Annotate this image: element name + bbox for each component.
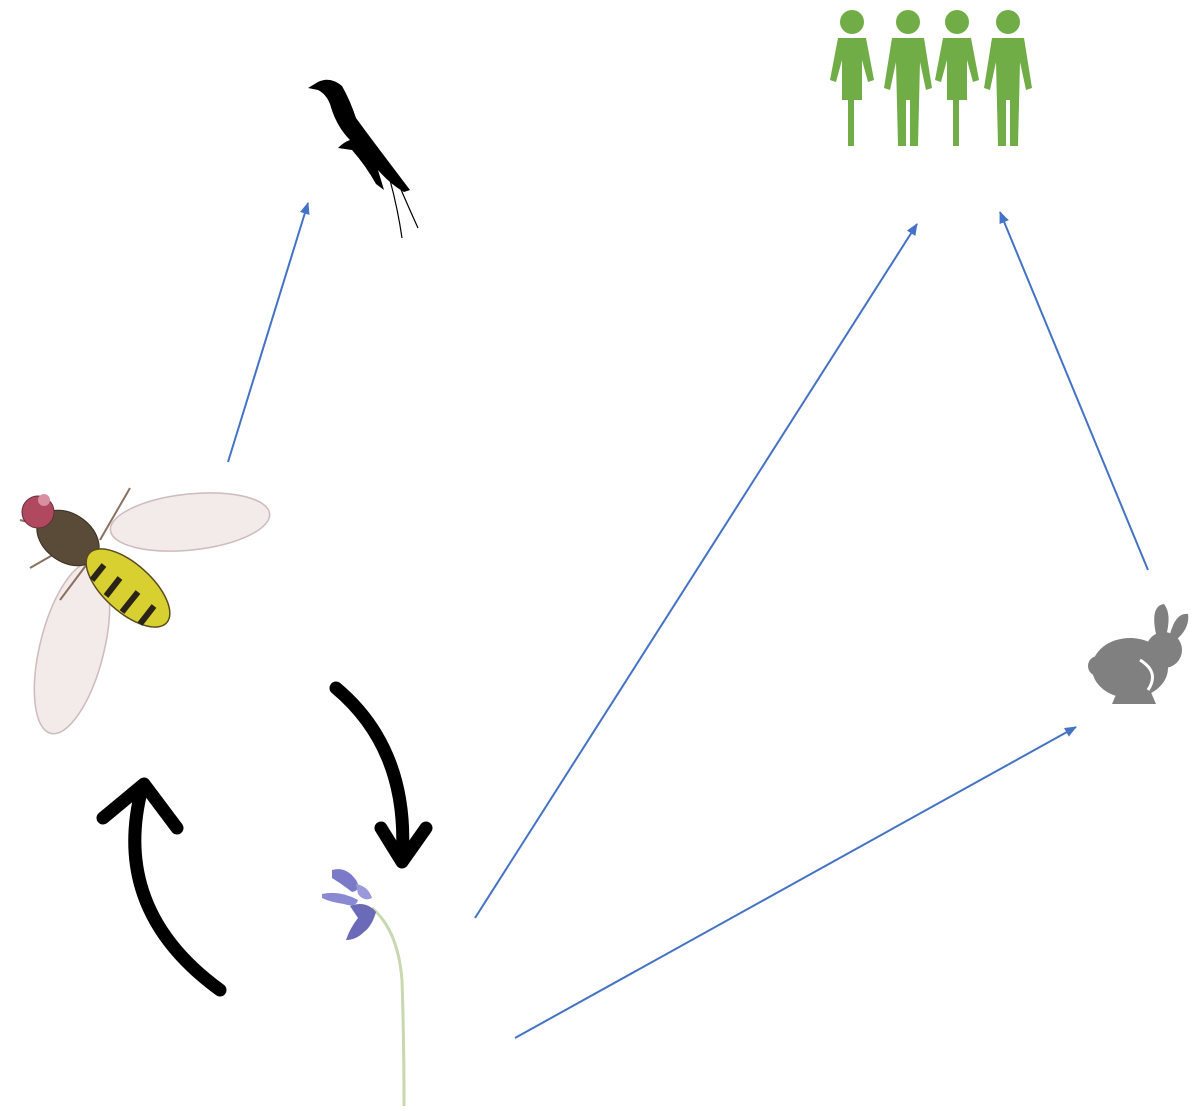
people-group-icon xyxy=(830,10,1032,146)
link-hoverfly-to-swallow xyxy=(228,203,308,462)
link-bluebell-to-people xyxy=(475,224,917,918)
link-bluebell-to-rabbit xyxy=(515,727,1076,1038)
link-rabbit-to-people xyxy=(1000,212,1148,570)
rabbit-icon xyxy=(1088,604,1188,704)
mutualism-arrow-bluebell-to-hoverfly xyxy=(103,784,220,990)
bluebell-flower-icon xyxy=(322,869,404,1106)
swallow-bird-icon xyxy=(308,80,418,238)
hoverfly-icon xyxy=(20,486,273,741)
mutualism-arrow-hoverfly-to-bluebell xyxy=(336,688,426,862)
